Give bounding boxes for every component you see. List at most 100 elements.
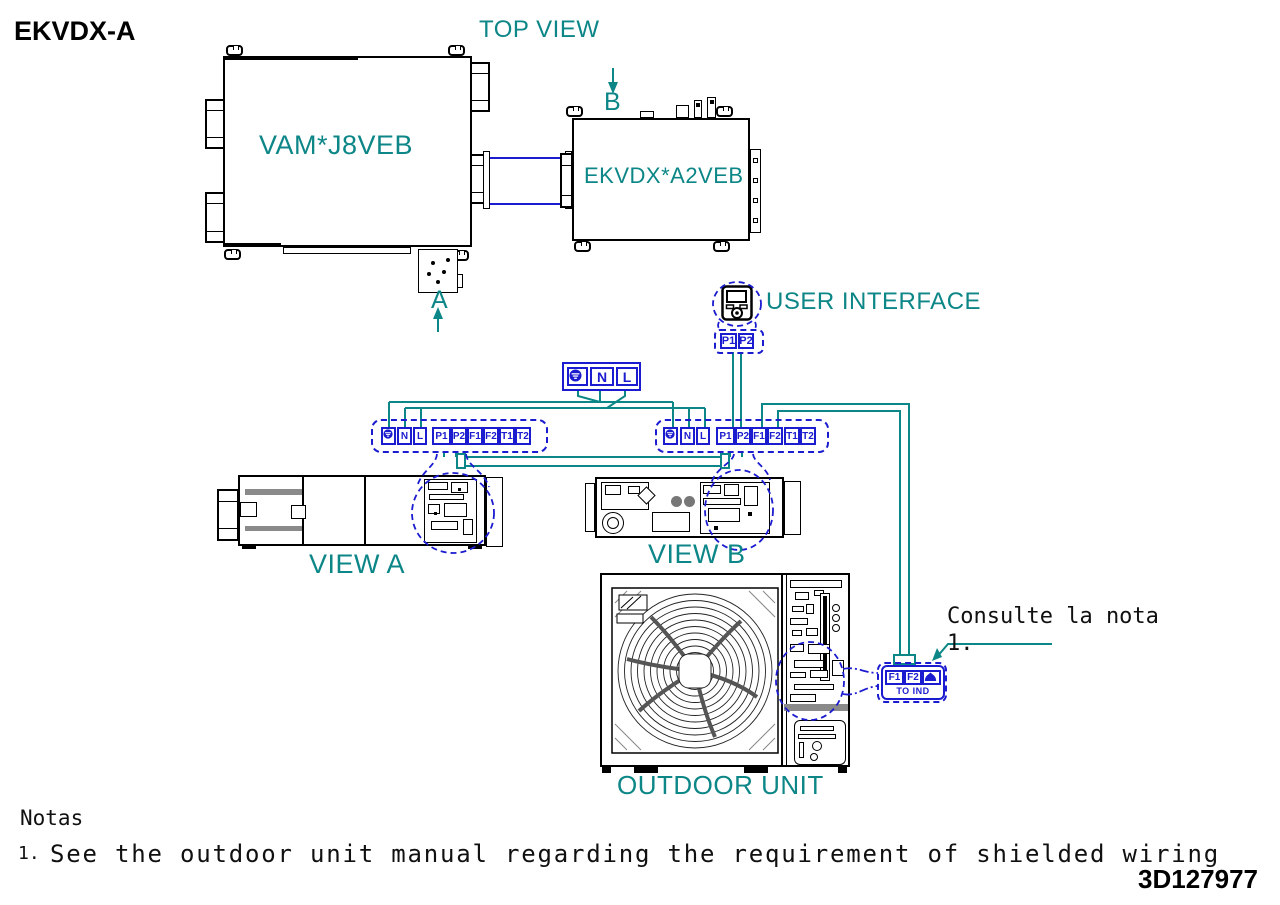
pcb-detail bbox=[790, 618, 808, 625]
callout-note-line1: Consulte la nota bbox=[947, 604, 1159, 629]
pcb-detail bbox=[790, 644, 804, 652]
terminal-p2: P2 bbox=[451, 427, 467, 445]
mounting-clamp-icon bbox=[226, 45, 243, 56]
knockout-hole bbox=[671, 496, 682, 507]
view-a-flange bbox=[217, 489, 239, 541]
flange-screw bbox=[753, 178, 758, 183]
pcb-detail bbox=[832, 660, 844, 676]
pcb-detail bbox=[806, 628, 818, 636]
callout-note-line2: 1. bbox=[947, 631, 974, 656]
pcb-detail bbox=[810, 670, 828, 678]
panel-slot bbox=[800, 726, 834, 731]
vam-duct-flange bbox=[205, 99, 225, 149]
view-a-vent bbox=[245, 526, 302, 531]
block-outline-dashed bbox=[877, 662, 947, 703]
terminal-n: N bbox=[397, 427, 412, 445]
pcb-detail bbox=[428, 482, 448, 490]
pcb-detail bbox=[832, 604, 840, 612]
vam-bottom-bar bbox=[283, 247, 411, 254]
pcb-detail bbox=[832, 624, 840, 632]
terminal-f1: F1 bbox=[885, 670, 904, 685]
ekvdx-model-label: EKVDX*A2VEB bbox=[584, 163, 744, 188]
pcb-detail bbox=[823, 596, 827, 678]
terminal-l: L bbox=[696, 427, 710, 445]
chassis-rail bbox=[784, 704, 848, 711]
note-1-number: 1. bbox=[18, 843, 40, 864]
terminal-t1: T1 bbox=[784, 427, 800, 445]
terminal-t2: T2 bbox=[800, 427, 816, 445]
pcb-detail bbox=[744, 486, 758, 506]
refrigerant-valve bbox=[707, 97, 716, 118]
ekvdx-side-flange bbox=[750, 149, 761, 233]
pcb-detail bbox=[795, 592, 809, 600]
pcb-detail bbox=[628, 486, 640, 494]
pcb-detail bbox=[463, 519, 473, 535]
pcb-detail bbox=[724, 484, 739, 496]
marker-b: B bbox=[604, 88, 622, 116]
pcb-detail bbox=[790, 580, 842, 588]
foot bbox=[838, 767, 847, 773]
terminal-t2: T2 bbox=[515, 427, 531, 445]
terminal-multi bbox=[922, 670, 941, 685]
flange-screw bbox=[753, 218, 758, 223]
terminal-f1: F1 bbox=[751, 427, 767, 445]
mounting-clamp-icon bbox=[574, 241, 591, 252]
knockout-hole bbox=[810, 753, 818, 761]
flange-screw bbox=[753, 198, 758, 203]
user-interface-label: USER INTERFACE bbox=[766, 288, 982, 315]
pcb-detail bbox=[748, 512, 752, 516]
terminal-f2: F2 bbox=[904, 670, 922, 685]
panel-seam bbox=[364, 477, 366, 544]
flange-screw bbox=[753, 158, 758, 163]
terminal-p2: P2 bbox=[735, 427, 751, 445]
earth-icon bbox=[665, 429, 675, 439]
page-title: EKVDX-A bbox=[14, 16, 136, 46]
notes-heading: Notas bbox=[20, 806, 84, 830]
valve-dot bbox=[710, 100, 714, 104]
pcb-detail bbox=[703, 498, 741, 505]
ekvdx-unit-body bbox=[572, 118, 750, 241]
latch bbox=[240, 502, 257, 517]
knockout-hole bbox=[684, 496, 695, 507]
pcb-detail bbox=[703, 485, 721, 494]
mounting-clamp-icon bbox=[566, 106, 583, 117]
knockout-hole bbox=[812, 741, 822, 751]
foot bbox=[468, 546, 482, 549]
pcb-detail bbox=[806, 604, 814, 614]
panel-slot bbox=[798, 734, 836, 739]
pcb-detail bbox=[434, 512, 437, 515]
refrigerant-valve bbox=[694, 100, 702, 118]
terminal-t1: T1 bbox=[499, 427, 515, 445]
view-b-end-cap bbox=[784, 481, 801, 535]
pcb-detail bbox=[458, 488, 461, 491]
pipe-stub bbox=[640, 111, 654, 118]
strip-outline bbox=[655, 419, 829, 453]
pcb-detail bbox=[790, 672, 806, 678]
note-1-text: See the outdoor unit manual regarding th… bbox=[50, 840, 1220, 868]
terminal-earth bbox=[663, 427, 678, 445]
pipe-stub bbox=[676, 105, 689, 118]
mounting-clamp-icon bbox=[448, 45, 465, 56]
view-a-vent bbox=[245, 489, 302, 495]
pcb-detail bbox=[794, 684, 834, 690]
mounting-clamp-icon bbox=[713, 241, 730, 252]
view-a-end-cap bbox=[486, 477, 503, 547]
pcb-detail bbox=[652, 512, 690, 532]
foot bbox=[744, 767, 768, 773]
duct-cap bbox=[483, 151, 490, 209]
strip-outline bbox=[371, 419, 548, 453]
terminal-p1: P1 bbox=[432, 427, 451, 445]
vam-duct-flange bbox=[470, 62, 490, 112]
pcb-detail bbox=[605, 485, 621, 495]
panel-slot bbox=[799, 742, 804, 758]
pcb-detail bbox=[714, 526, 718, 530]
vam-bottom-strip bbox=[225, 243, 281, 247]
terminal-p1: P1 bbox=[716, 427, 735, 445]
pcb-detail bbox=[790, 694, 816, 702]
marker-a: A bbox=[431, 286, 449, 314]
block-caption: TO IND bbox=[896, 686, 930, 696]
ui-terminal-outline bbox=[714, 329, 764, 354]
connection-duct bbox=[490, 157, 572, 205]
outdoor-unit-label: OUTDOOR UNIT bbox=[617, 770, 824, 800]
